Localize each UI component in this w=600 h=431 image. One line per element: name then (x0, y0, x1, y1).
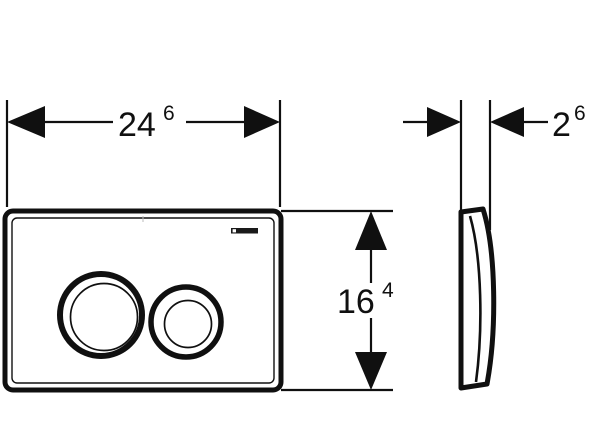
width-dimension: 24 6 (5, 100, 282, 207)
width-arrowhead-left (7, 106, 45, 138)
height-arrowhead-top (355, 211, 387, 250)
small-button-inner-circle (163, 299, 213, 349)
width-dimension-superscript: 6 (163, 102, 175, 125)
height-dimension-value: 16 (337, 283, 375, 321)
side-view (458, 206, 497, 391)
small-flush-button[interactable] (148, 284, 224, 360)
large-flush-button[interactable] (57, 271, 145, 359)
depth-dimension-value: 2 (552, 106, 571, 144)
height-arrowhead-bottom (355, 352, 387, 390)
depth-arrowhead-left (427, 107, 461, 137)
side-profile-outer (458, 206, 497, 391)
front-view (2, 208, 284, 393)
depth-dimension-superscript: 6 (574, 102, 586, 125)
large-button-inner-circle (69, 282, 139, 352)
width-dimension-value: 24 (118, 106, 156, 144)
plate-outer-body (2, 208, 284, 393)
depth-dimension: 2 6 (403, 100, 586, 230)
depth-arrowhead-right (490, 107, 524, 137)
height-dimension-superscript: 4 (382, 279, 394, 302)
brand-logo-bar (231, 228, 258, 234)
height-dimension: 16 4 (281, 209, 394, 392)
brand-logo-notch (232, 229, 236, 233)
brand-logo-mark (231, 228, 258, 234)
width-arrowhead-right (244, 106, 280, 138)
side-profile-inner-curve (468, 215, 482, 383)
